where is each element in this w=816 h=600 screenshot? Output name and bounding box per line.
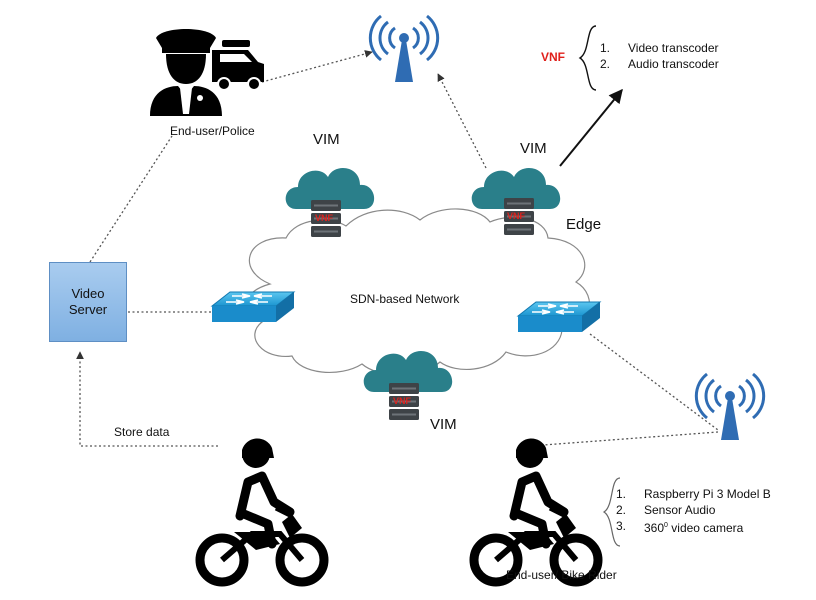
motorbike-rider-icon — [474, 438, 598, 582]
network-switch-icon — [211, 291, 295, 323]
list-item: 1.Video transcoder — [600, 41, 719, 55]
vim-edge-label: VIM — [520, 140, 547, 157]
vim-bottom-label: VIM — [430, 416, 457, 433]
vim-top-label: VIM — [313, 131, 340, 148]
store-data-label: Store data — [114, 425, 170, 439]
link-edge-to-antenna — [437, 73, 487, 169]
device-list: 1.Raspberry Pi 3 Model B 2.Sensor Audio … — [616, 486, 771, 536]
list-item: 2.Audio transcoder — [600, 57, 719, 71]
video-server-box: Video Server — [49, 262, 127, 342]
device-list-brace — [602, 477, 621, 547]
police-label: End-user/Police — [170, 124, 255, 138]
list-item: 1.Raspberry Pi 3 Model B — [616, 487, 771, 501]
vnf-badge-top: VNF — [315, 213, 333, 223]
vnf-badge-bottom: VNF — [393, 396, 411, 406]
police-car-icon — [212, 40, 264, 91]
antenna-icon — [368, 14, 440, 84]
police-officer-icon — [150, 29, 222, 116]
motorbike-rider-icon — [200, 438, 324, 582]
vnf-list: 1.Video transcoder 2.Audio transcoder — [600, 40, 719, 72]
antenna-icon — [694, 372, 766, 442]
link-server-to-police — [89, 135, 173, 263]
network-switch-icon — [517, 301, 601, 333]
list-item: 2.Sensor Audio — [616, 503, 716, 517]
network-label: SDN-based Network — [350, 292, 460, 306]
link-antenna-to-rider — [529, 431, 719, 447]
bike-rider-label: End-user/ Bike Rider — [506, 568, 617, 582]
connection-lines — [76, 50, 719, 447]
vnf-brace — [578, 25, 597, 91]
link-police-to-antenna — [261, 50, 373, 83]
list-item: 3.3600 video camera — [616, 519, 744, 535]
vnf-title: VNF — [541, 50, 565, 64]
video-server-label: Video Server — [68, 286, 108, 317]
edge-label: Edge — [566, 216, 602, 233]
arrow-edge-to-vnf — [559, 88, 623, 167]
vnf-badge-edge: VNF — [507, 211, 525, 221]
link-store-data — [76, 351, 218, 447]
